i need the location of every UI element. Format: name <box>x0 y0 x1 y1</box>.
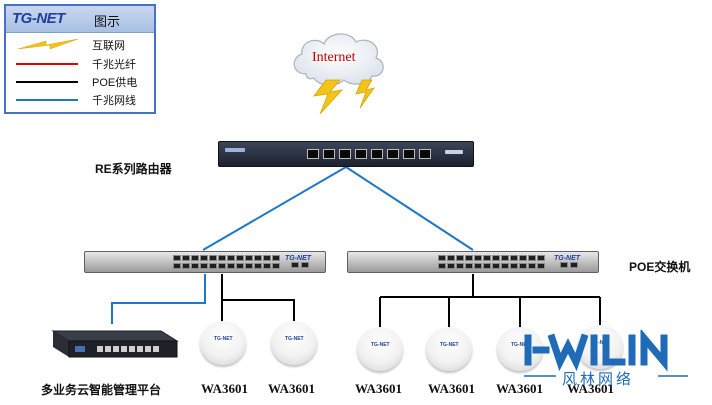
router-port <box>387 149 399 159</box>
access-point-icon: TG-NET <box>200 321 246 365</box>
router-device <box>218 141 474 167</box>
ap-label: WA3601 <box>201 381 248 396</box>
ap-label: WA3601 <box>355 381 402 396</box>
switch-brand-logo: TG-NET <box>554 255 581 262</box>
legend: TG-NET 图示 互联网 千兆光纤 POE供电 千兆网线 <box>4 4 156 114</box>
sfp-port <box>570 262 578 268</box>
sfp-port <box>301 262 309 268</box>
lightning-icon <box>17 38 79 50</box>
router-port <box>323 149 335 159</box>
ap-label: WA3601 <box>496 381 543 396</box>
switch-port-block <box>438 255 548 271</box>
sfp-port <box>291 262 299 268</box>
watermark-logo <box>524 330 688 377</box>
legend-item-fiber: 千兆光纤 <box>12 56 152 72</box>
switch-to-platform-link <box>111 274 206 324</box>
platform-label: 多业务云智能管理平台 <box>41 383 162 397</box>
legend-title: 图示 <box>94 14 121 29</box>
router-badge-icon <box>225 148 245 152</box>
access-point-icon: TG-NET <box>271 321 317 365</box>
legend-item-internet: 互联网 <box>12 37 152 53</box>
router-port <box>339 149 351 159</box>
switch-port-block <box>173 255 283 271</box>
ap-label: WA3601 <box>268 381 315 396</box>
legend-label: 千兆光纤 <box>92 59 136 71</box>
right-poe-links <box>379 274 601 328</box>
router-port <box>419 149 431 159</box>
legend-label: 互联网 <box>92 40 125 52</box>
internet-label: Internet <box>312 50 356 65</box>
router-port <box>371 149 383 159</box>
cable-line-swatch <box>16 99 78 101</box>
sfp-port <box>560 262 568 268</box>
left-poe-links <box>221 274 295 322</box>
access-point-icon: TG-NET <box>357 327 403 371</box>
fiber-line-swatch <box>16 63 78 65</box>
management-platform-device <box>51 330 179 358</box>
router-port <box>355 149 367 159</box>
poe-switch-left: TG-NET <box>84 251 326 273</box>
access-point-icon: TG-NET <box>426 327 472 371</box>
router-port <box>403 149 415 159</box>
router-badge-icon <box>445 150 463 154</box>
switch-brand-logo: TG-NET <box>285 255 312 262</box>
router-to-switch-left-link <box>202 166 347 251</box>
watermark-text: 风林网络 <box>562 371 635 388</box>
router-to-switch-right-link <box>345 166 474 251</box>
legend-item-cable: 千兆网线 <box>12 92 152 108</box>
internet-cloud-icon <box>293 33 384 115</box>
poe-line-swatch <box>16 81 78 83</box>
legend-label: 千兆网线 <box>92 95 136 107</box>
legend-header: TG-NET 图示 <box>6 6 154 33</box>
ap-label: WA3601 <box>428 381 475 396</box>
poe-switch-label: POE交换机 <box>629 260 691 274</box>
legend-item-poe: POE供电 <box>12 74 152 90</box>
router-label: RE系列路由器 <box>95 162 172 176</box>
router-port <box>307 149 319 159</box>
ap-label: WA3601 <box>567 381 614 396</box>
legend-brand-logo: TG-NET <box>12 10 65 27</box>
poe-switch-right: TG-NET <box>347 251 599 273</box>
legend-label: POE供电 <box>92 77 138 89</box>
